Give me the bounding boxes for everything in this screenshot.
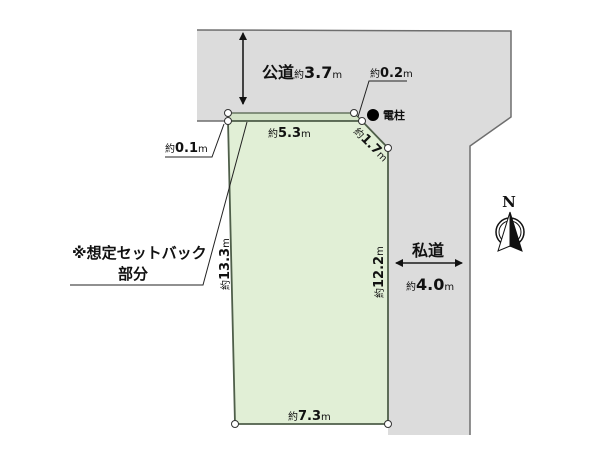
corner-marker xyxy=(231,420,239,428)
corner-marker xyxy=(384,144,392,152)
setback-right-leader xyxy=(357,80,407,118)
corner-marker xyxy=(224,117,232,125)
utility-pole-icon xyxy=(367,109,379,121)
left-edge-label: 約13.3m xyxy=(218,238,233,290)
setback-note-leader xyxy=(70,121,248,286)
public-road-label: 公道約3.7m xyxy=(262,63,342,82)
setback-right-label: 約0.2m xyxy=(370,66,413,81)
road-area xyxy=(197,30,511,435)
private-road-name: 私道 xyxy=(412,241,444,260)
setback-strip xyxy=(227,112,364,122)
top-edge-label: 約5.3m xyxy=(268,126,311,141)
public-road-top-edge xyxy=(196,29,512,435)
corner-marker xyxy=(384,420,392,428)
corner-marker xyxy=(358,117,366,125)
private-road-width-label: 約4.0m xyxy=(406,275,454,294)
utility-pole-label: 電柱 xyxy=(383,108,405,122)
corner-marker xyxy=(350,109,358,117)
right-edge-label: 約12.2m xyxy=(372,246,387,298)
setback-note-line1: ※想定セットバック xyxy=(72,244,207,262)
lot-polygon xyxy=(227,120,389,425)
setback-left-label: 約0.1m xyxy=(165,141,208,156)
corner-marker xyxy=(224,109,232,117)
setback-left-leader xyxy=(165,123,225,158)
corner-markers xyxy=(224,109,392,428)
north-compass-icon: N xyxy=(495,193,525,252)
compass-north-label: N xyxy=(502,193,516,211)
bottom-edge-label: 約7.3m xyxy=(288,409,331,424)
setback-note-line2: 部分 xyxy=(118,265,148,283)
